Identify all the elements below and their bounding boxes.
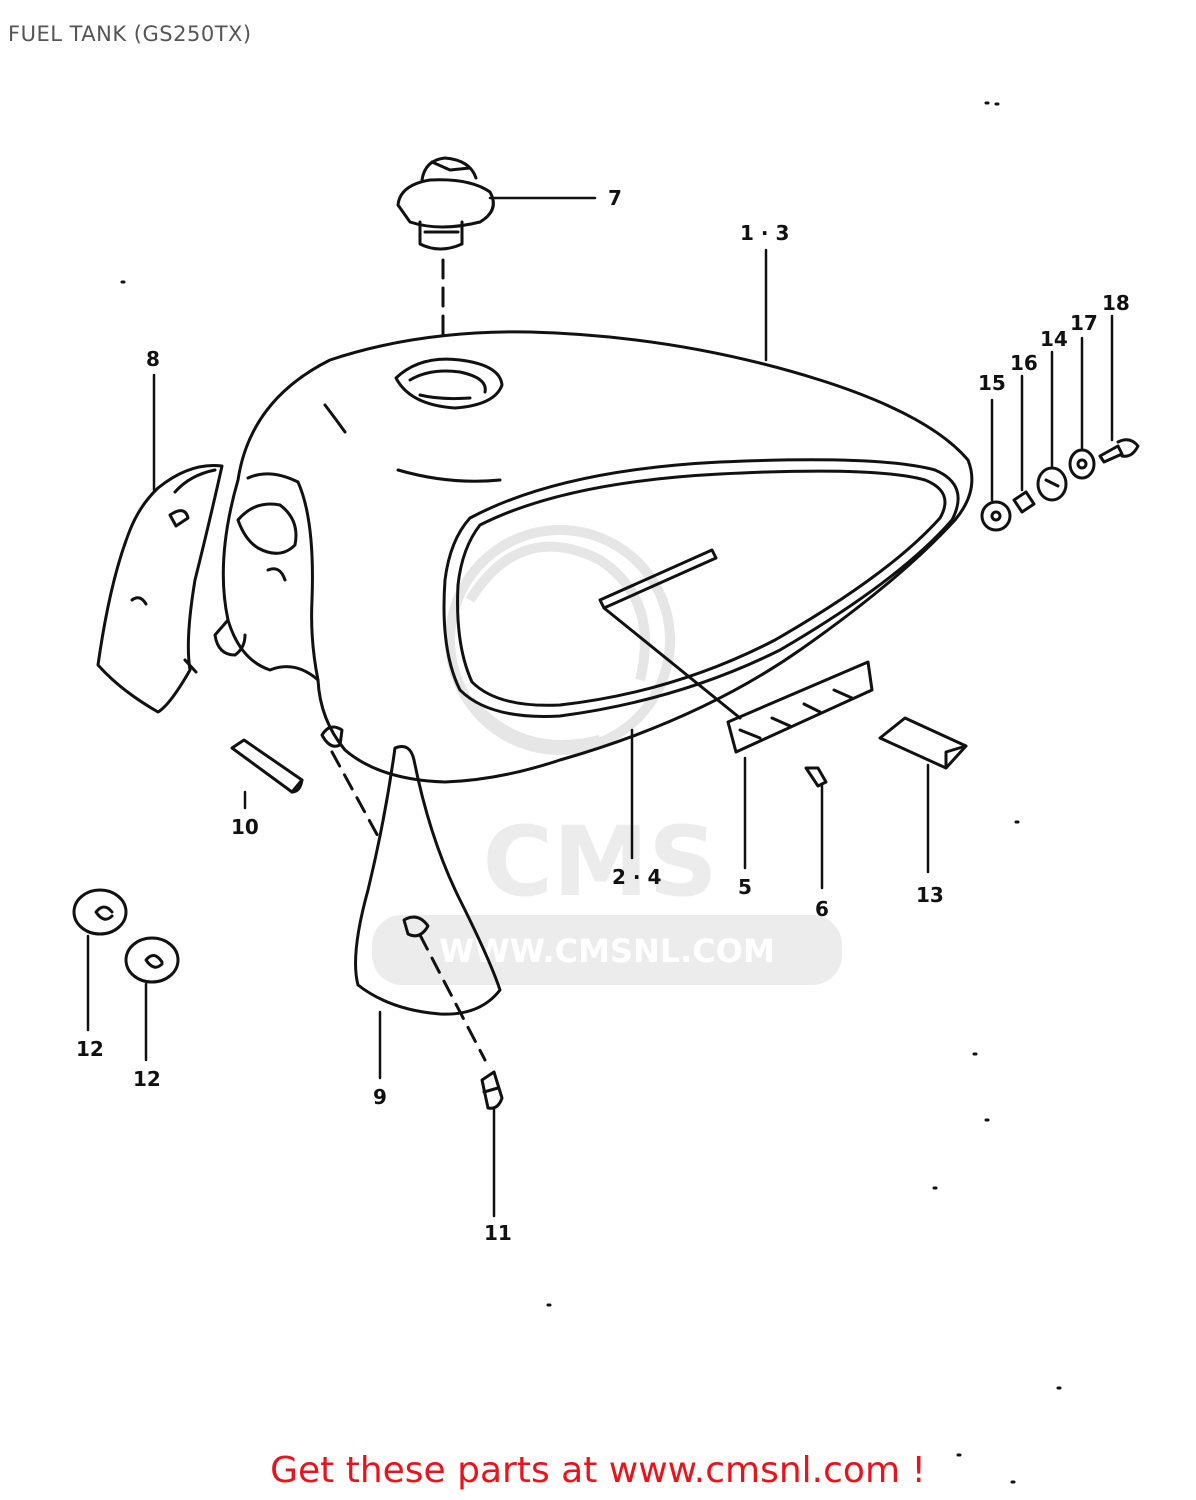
callout-8: 8 [146,347,160,371]
fuel-cap [396,156,495,251]
callout-5: 5 [738,875,752,899]
callout-2-4: 2 · 4 [612,865,661,889]
watermark-logo-text: CMS [482,806,717,918]
rubber-13 [878,716,968,770]
callout-16: 16 [1010,351,1038,375]
callout-13: 13 [916,883,944,907]
watermark-logo [445,525,675,755]
screw-11 [480,1070,504,1110]
bolt-18 [1098,438,1140,464]
watermark-url: WWW.CMSNL.COM [439,932,775,970]
emblem [598,548,874,754]
cushion-10 [230,738,304,794]
side-cover [96,463,224,714]
watermark: CMS WWW.CMSNL.COM [372,525,842,985]
washer-17 [1068,448,1096,480]
callout-18: 18 [1102,291,1130,315]
knee-cover [354,745,502,1016]
grommet-14 [1036,466,1068,502]
page-title: FUEL TANK (GS250TX) [8,22,252,46]
callout-10: 10 [231,815,259,839]
callout-11: 11 [484,1221,512,1245]
callout-7: 7 [608,186,622,210]
leader-lines [86,196,1114,1218]
callout-12a: 12 [76,1037,104,1061]
callout-9: 9 [373,1085,387,1109]
cmsnl-link[interactable]: Get these parts at www.cmsnl.com ! [270,1450,926,1491]
grommet-12b [124,936,180,984]
screw-6 [804,766,828,788]
scan-specks [120,101,1062,1484]
callout-12b: 12 [133,1067,161,1091]
watermark-url-band [372,915,842,985]
callouts: 7 1 · 3 8 2 · 4 5 6 13 10 9 11 12 12 15 … [76,186,1130,1245]
callout-6: 6 [815,897,829,921]
callout-15: 15 [978,371,1006,395]
cushion-15 [980,500,1012,532]
collar-16 [1012,490,1036,514]
callout-17: 17 [1070,311,1098,335]
callout-1-3: 1 · 3 [740,221,789,245]
fuel-tank [213,330,974,784]
grommet-12a [72,888,128,936]
callout-14: 14 [1040,327,1068,351]
